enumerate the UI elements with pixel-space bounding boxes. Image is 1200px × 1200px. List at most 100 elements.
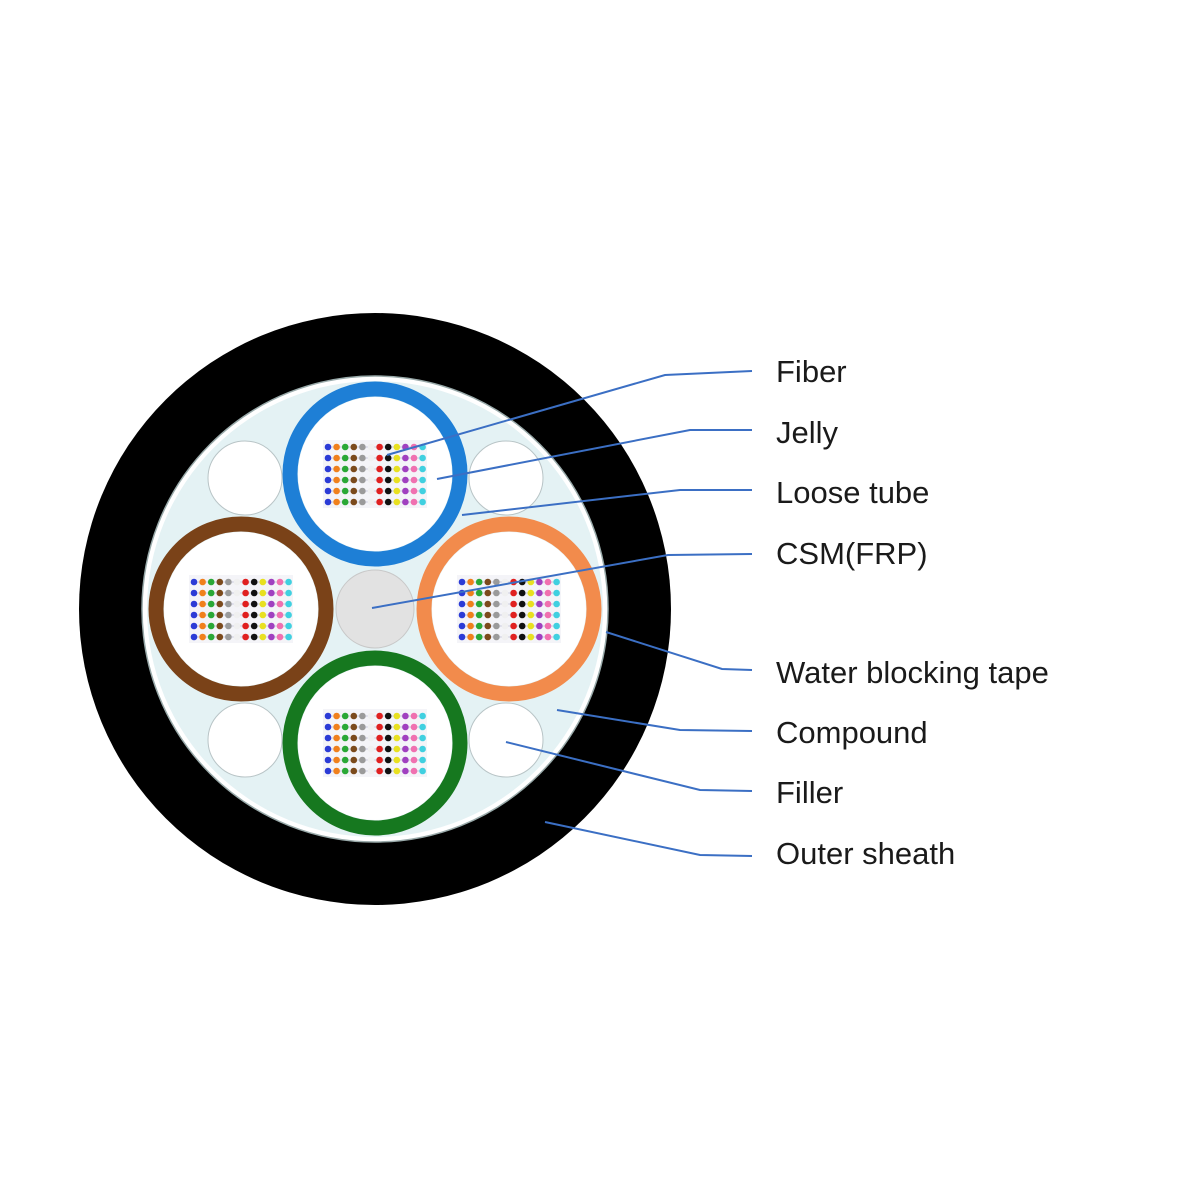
fiber-dot xyxy=(410,745,418,753)
fiber-dot xyxy=(536,589,543,597)
fiber-dot xyxy=(419,498,426,506)
fiber-dot xyxy=(510,633,517,641)
fiber-dot xyxy=(484,622,492,630)
fiber-dot xyxy=(527,611,535,619)
fiber-dot xyxy=(493,578,500,586)
fiber-dot xyxy=(553,600,560,608)
fiber-dot xyxy=(376,712,383,720)
fiber-dot xyxy=(410,712,418,720)
fiber-dot xyxy=(341,465,349,473)
fiber-dot xyxy=(493,600,500,608)
fiber-dot xyxy=(402,498,409,506)
fiber-dot xyxy=(199,633,206,641)
fiber-dot xyxy=(493,622,500,630)
fiber-dot xyxy=(341,756,349,764)
fiber-dot xyxy=(250,578,258,586)
fiber-dot xyxy=(350,476,358,484)
fiber-dot xyxy=(333,465,340,473)
fiber-dot xyxy=(402,745,409,753)
leader-csm xyxy=(371,553,753,609)
fiber-dot xyxy=(333,454,340,462)
fiber-dot xyxy=(225,611,232,619)
fiber-dot xyxy=(458,622,466,630)
fiber-dot xyxy=(367,476,375,484)
fiber-dot xyxy=(402,723,409,731)
fiber-dot xyxy=(384,498,392,506)
fiber-dot xyxy=(467,622,474,630)
leader-lines xyxy=(371,370,753,857)
fiber-dot xyxy=(233,622,241,630)
fiber-dot xyxy=(527,622,535,630)
fiber-dot xyxy=(419,745,426,753)
fiber-dot xyxy=(510,611,517,619)
fiber-dot xyxy=(393,756,401,764)
fiber-dot xyxy=(518,633,526,641)
fiber-dot xyxy=(190,589,198,597)
fiber-dot xyxy=(376,756,383,764)
leader-water-blocking-tape xyxy=(605,631,753,671)
fiber-dot xyxy=(190,611,198,619)
fiber-dot xyxy=(544,600,552,608)
fiber-dot xyxy=(393,476,401,484)
fiber-dot xyxy=(233,633,241,641)
fiber-dot xyxy=(190,578,198,586)
fiber-dot xyxy=(410,476,418,484)
fiber-dot xyxy=(259,600,267,608)
fiber-dot xyxy=(242,622,249,630)
fiber-dot xyxy=(544,589,552,597)
fiber-dot xyxy=(536,611,543,619)
fiber-dot xyxy=(544,633,552,641)
fiber-dot xyxy=(350,734,358,742)
fiber-dot xyxy=(242,578,249,586)
fiber-dot xyxy=(250,633,258,641)
fiber-dot xyxy=(341,712,349,720)
fiber-dot xyxy=(359,476,366,484)
fiber-dot xyxy=(376,487,383,495)
fiber-dot xyxy=(199,578,206,586)
fiber-dot xyxy=(484,589,492,597)
fiber-dot xyxy=(324,498,332,506)
fiber-dot xyxy=(341,723,349,731)
fiber-dot xyxy=(367,454,375,462)
fiber-dot xyxy=(350,443,358,451)
fiber-dot xyxy=(268,600,275,608)
fiber-dot xyxy=(359,487,366,495)
fiber-dot xyxy=(376,476,383,484)
fiber-dot xyxy=(484,611,492,619)
fiber-dot xyxy=(467,611,474,619)
fiber-dot xyxy=(199,600,206,608)
leader-loose-tube xyxy=(461,489,752,516)
fiber-dot xyxy=(225,622,232,630)
fiber-dot xyxy=(384,487,392,495)
label-jelly: Jelly xyxy=(776,415,839,450)
fiber-dot xyxy=(419,723,426,731)
fiber-dot xyxy=(216,578,224,586)
leader-outer-sheath xyxy=(544,821,753,857)
fiber-dot xyxy=(376,767,383,775)
fiber-dot xyxy=(402,454,409,462)
fiber-dot xyxy=(410,454,418,462)
fiber-dot xyxy=(242,633,249,641)
fiber-dot xyxy=(242,611,249,619)
fiber-dot xyxy=(367,756,375,764)
fiber-dot xyxy=(475,578,483,586)
label-csm-frp: CSM(FRP) xyxy=(776,536,928,571)
fiber-dot xyxy=(419,454,426,462)
fiber-dot xyxy=(553,633,560,641)
leader-filler xyxy=(505,741,753,792)
fiber-dot xyxy=(419,767,426,775)
fiber-dot xyxy=(410,734,418,742)
fiber-dot xyxy=(376,443,383,451)
fiber-dot xyxy=(259,622,267,630)
fiber-dot xyxy=(393,767,401,775)
fiber-dot xyxy=(216,589,224,597)
fiber-dot xyxy=(553,611,560,619)
fiber-dot xyxy=(527,633,535,641)
fiber-dot xyxy=(501,633,509,641)
fiber-dot xyxy=(276,611,284,619)
fiber-dot xyxy=(536,578,543,586)
fiber-dot xyxy=(259,611,267,619)
fiber-dot xyxy=(384,767,392,775)
fiber-dot xyxy=(324,712,332,720)
fiber-dot xyxy=(350,723,358,731)
